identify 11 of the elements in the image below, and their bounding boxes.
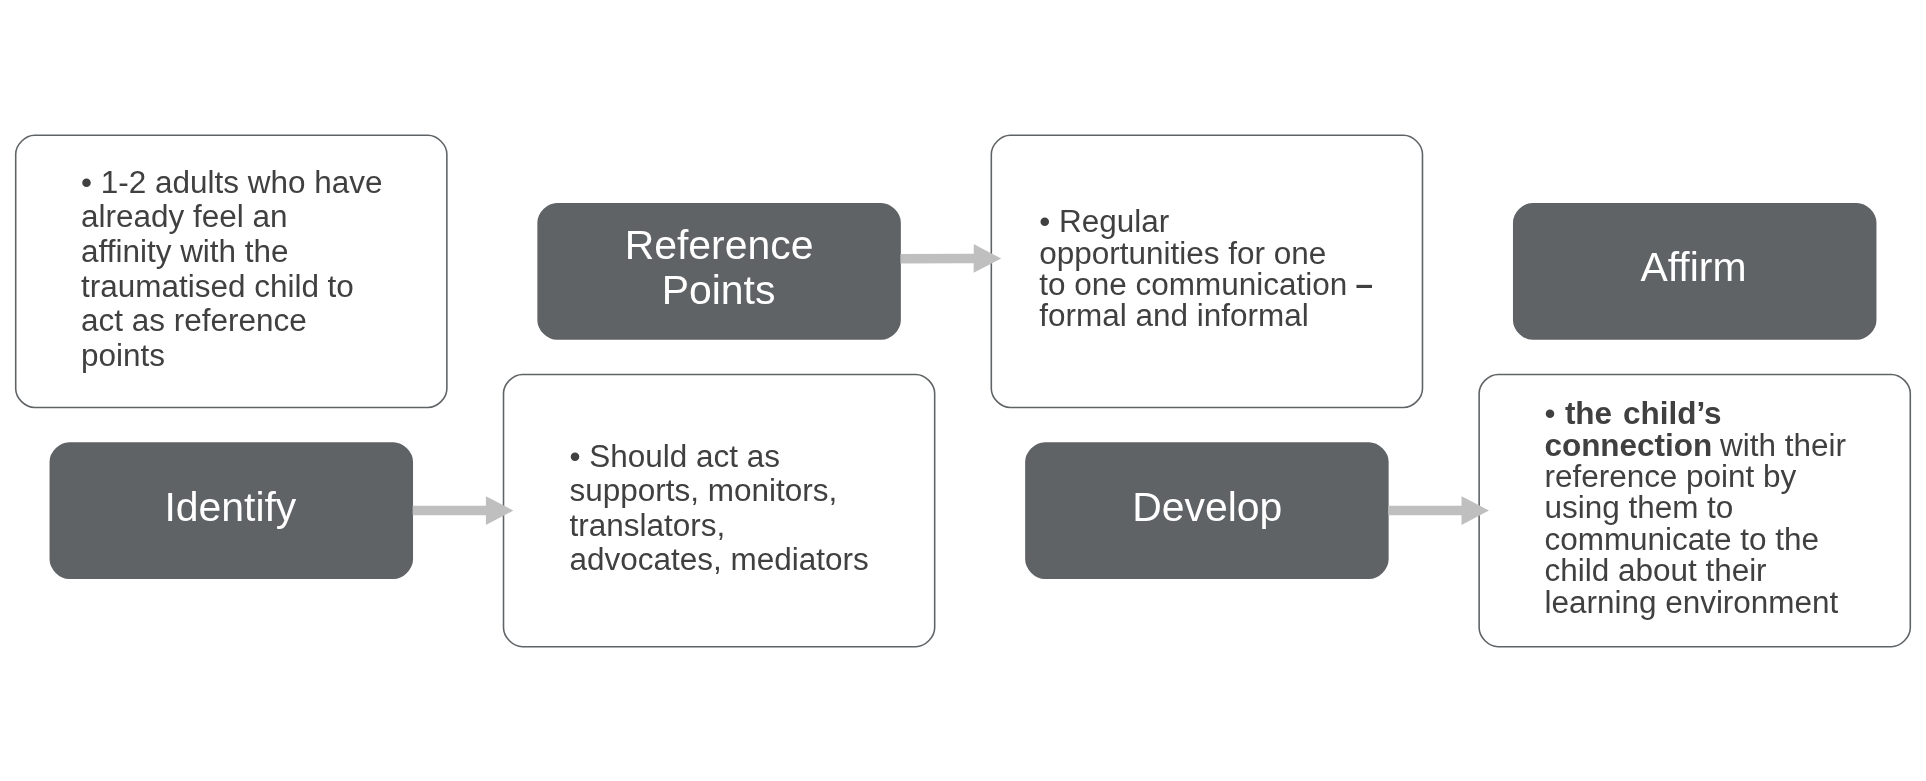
node-box: Reference Points <box>537 202 901 340</box>
node-box: Develop <box>1025 441 1389 579</box>
arrow <box>1388 495 1489 525</box>
arrow <box>900 243 1002 273</box>
node-box: Identify <box>49 441 414 579</box>
node-box: • the child’s connection with their reference point by using them to communicate to the child about their learning environment <box>1478 373 1912 647</box>
node-box: • 1-2 adults who have already feel an affinity with the traumatised child to act as reference points <box>14 134 448 408</box>
node-box: • Should act as supports, monitors, translators, advocates, mediators <box>502 373 936 647</box>
node-box: Affirm <box>1512 202 1877 340</box>
node-box: • Regular opportunities for one to one communication – formal and informal <box>990 134 1424 408</box>
arrow <box>412 495 514 525</box>
